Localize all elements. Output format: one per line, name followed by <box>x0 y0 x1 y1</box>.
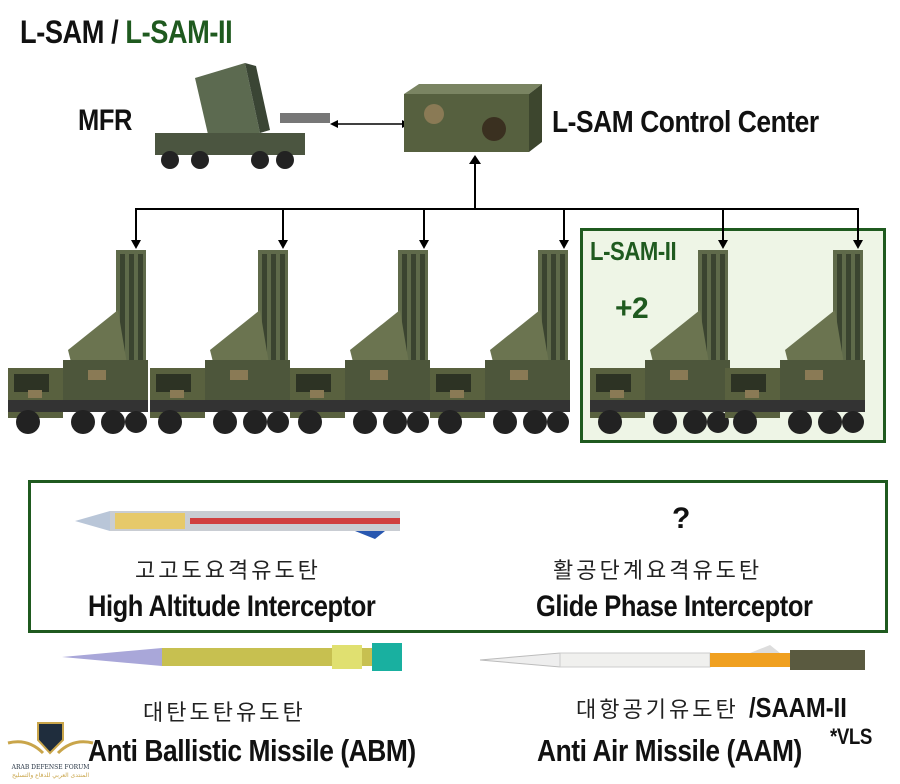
arrow-up-icon <box>469 155 481 164</box>
aam-korean: 대항공기유도탄 /SAAM-II <box>576 692 864 724</box>
drop-line <box>423 208 425 242</box>
title-lsam2: L-SAM-II <box>125 14 233 50</box>
high-altitude-interceptor-image <box>75 511 400 539</box>
drop-line <box>282 208 284 242</box>
control-center-label: L-SAM Control Center <box>552 104 819 139</box>
lsam2-launcher-vehicle <box>590 250 730 440</box>
drop-line <box>722 208 724 242</box>
launcher-vehicle <box>290 250 430 440</box>
control-center-image <box>404 84 542 152</box>
abm-missile-image <box>62 643 402 671</box>
watermark-arabic: المنتدى العربي للدفاع والتسليح <box>12 772 89 779</box>
drop-line <box>563 208 565 242</box>
mfr-label: MFR <box>78 104 132 137</box>
aam-label: Anti Air Missile (AAM) <box>537 733 802 768</box>
watermark-logo: ARAB DEFENSE FORUM المنتدى العربي للدفاع… <box>7 718 94 782</box>
high-altitude-interceptor-korean: 고고도요격유도탄 <box>135 559 321 584</box>
diagram-title: L-SAM / L-SAM-II <box>20 14 233 51</box>
vls-note: *VLS <box>830 724 872 749</box>
launcher-vehicle <box>150 250 290 440</box>
arrow-down-icon <box>853 240 863 249</box>
aam-suffix: /SAAM-II <box>748 692 847 723</box>
aam-missile-image <box>479 645 865 670</box>
arrow-down-icon <box>419 240 429 249</box>
glide-phase-interceptor-label: Glide Phase Interceptor <box>536 590 813 623</box>
arrow-down-icon <box>131 240 141 249</box>
lsam2-count: +2 <box>615 292 649 325</box>
abm-label: Anti Ballistic Missile (ABM) <box>88 733 416 768</box>
trunk-line <box>474 160 476 208</box>
arrow-down-icon <box>718 240 728 249</box>
unknown-glide-interceptor-placeholder: ? <box>672 502 690 535</box>
title-lsam: L-SAM / <box>20 14 119 50</box>
arrow-down-icon <box>559 240 569 249</box>
watermark-name: ARAB DEFENSE FORUM <box>11 764 90 771</box>
future-interceptors-box <box>28 480 888 633</box>
launcher-vehicle <box>8 250 148 440</box>
drop-line <box>135 208 137 242</box>
mfr-radar-image <box>155 63 330 169</box>
aam-korean-text: 대항공기유도탄 <box>576 698 739 723</box>
high-altitude-interceptor-label: High Altitude Interceptor <box>88 590 376 623</box>
arrow-down-icon <box>278 240 288 249</box>
launcher-vehicle <box>430 250 570 440</box>
lsam2-launcher-vehicle <box>725 250 865 440</box>
link-arrow <box>330 120 410 128</box>
abm-korean: 대탄도탄유도탄 <box>143 701 306 726</box>
forum-emblem-icon <box>7 722 94 755</box>
glide-phase-interceptor-korean: 활공단계요격유도탄 <box>553 559 763 584</box>
drop-line <box>857 208 859 242</box>
bus-line <box>135 208 858 210</box>
lsam2-group-label: L-SAM-II <box>590 236 677 266</box>
